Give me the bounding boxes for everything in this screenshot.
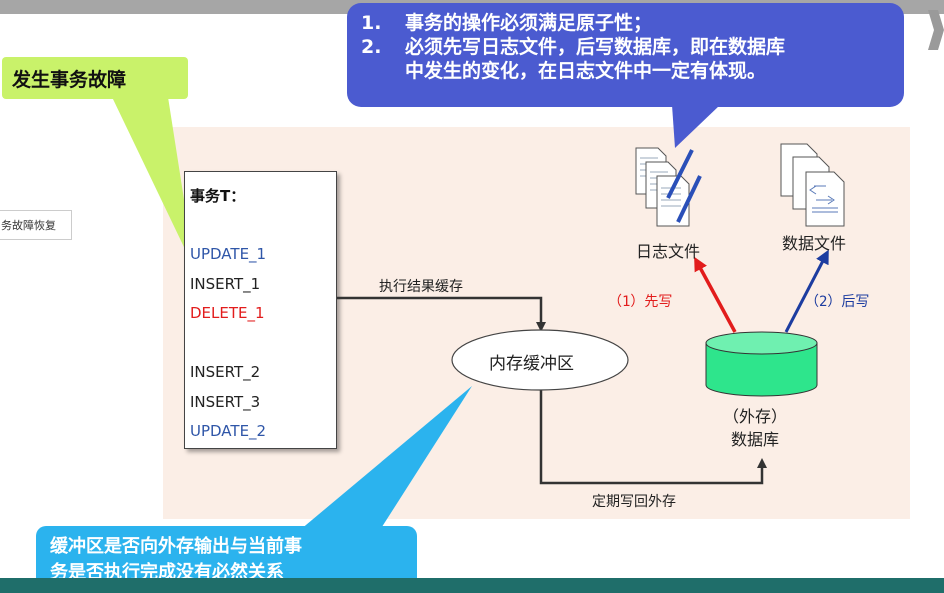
op-update-2: UPDATE_2 — [190, 422, 267, 440]
buffer-note-line2: 务是否执行完成没有必然关系 — [50, 562, 284, 583]
first-write-arrow — [694, 256, 737, 333]
transaction-title: 事务T： — [190, 187, 246, 205]
green-callout-pointer — [112, 97, 195, 270]
db-label-line2: 数据库 — [731, 430, 780, 449]
footer-bar — [0, 578, 944, 593]
cache-arrow — [337, 296, 546, 332]
item2-line1: 必须先写日志文件，后写数据库，即在数据库 — [405, 36, 786, 58]
cyan-callout-pointer — [300, 386, 472, 530]
second-write-label: （2）后写 — [805, 294, 870, 310]
second-write-arrow — [784, 249, 829, 333]
cache-result-label: 执行结果缓存 — [379, 279, 463, 295]
item2-line2: 中发生的变化，在日志文件中一定有体现。 — [405, 60, 767, 82]
transaction-box: 事务T： UPDATE_1 INSERT_1 DELETE_1 INSERT_2… — [184, 171, 337, 449]
first-write-label: （1）先写 — [608, 294, 673, 310]
op-update-1: UPDATE_1 — [190, 245, 267, 263]
op-insert-2: INSERT_2 — [190, 363, 261, 381]
data-file-label: 数据文件 — [782, 234, 847, 253]
database-cylinder-icon — [705, 331, 818, 397]
log-file-label: 日志文件 — [636, 242, 701, 261]
periodic-write-arrow — [539, 388, 767, 485]
item2-number: 2. — [361, 36, 382, 58]
blue-callout-pointer — [672, 105, 720, 148]
fault-tag-label: 发生事务故障 — [12, 68, 127, 91]
principles-callout: 1. 事务的操作必须满足原子性； 2. 必须先写日志文件，后写数据库，即在数据库 中… — [347, 3, 904, 107]
buffer-label: 内存缓冲区 — [489, 354, 574, 374]
db-label-line1: （外存） — [723, 407, 788, 426]
periodic-write-label: 定期写回外存 — [592, 494, 676, 510]
op-insert-1: INSERT_1 — [190, 275, 261, 293]
side-tab[interactable]: 务故障恢复 — [0, 210, 72, 240]
op-insert-3: INSERT_3 — [190, 393, 261, 411]
next-slide-chevron-icon[interactable] — [928, 10, 944, 50]
data-file-icon — [780, 143, 845, 227]
log-file-icon — [635, 147, 702, 227]
item1-text: 事务的操作必须满足原子性； — [405, 12, 653, 34]
side-tab-label: 务故障恢复 — [1, 219, 56, 232]
buffer-ellipse — [451, 329, 629, 391]
op-delete-1: DELETE_1 — [190, 304, 265, 322]
buffer-note-line1: 缓冲区是否向外存输出与当前事 — [50, 536, 302, 557]
item1-number: 1. — [361, 12, 382, 34]
fault-tag: 发生事务故障 — [2, 57, 188, 99]
